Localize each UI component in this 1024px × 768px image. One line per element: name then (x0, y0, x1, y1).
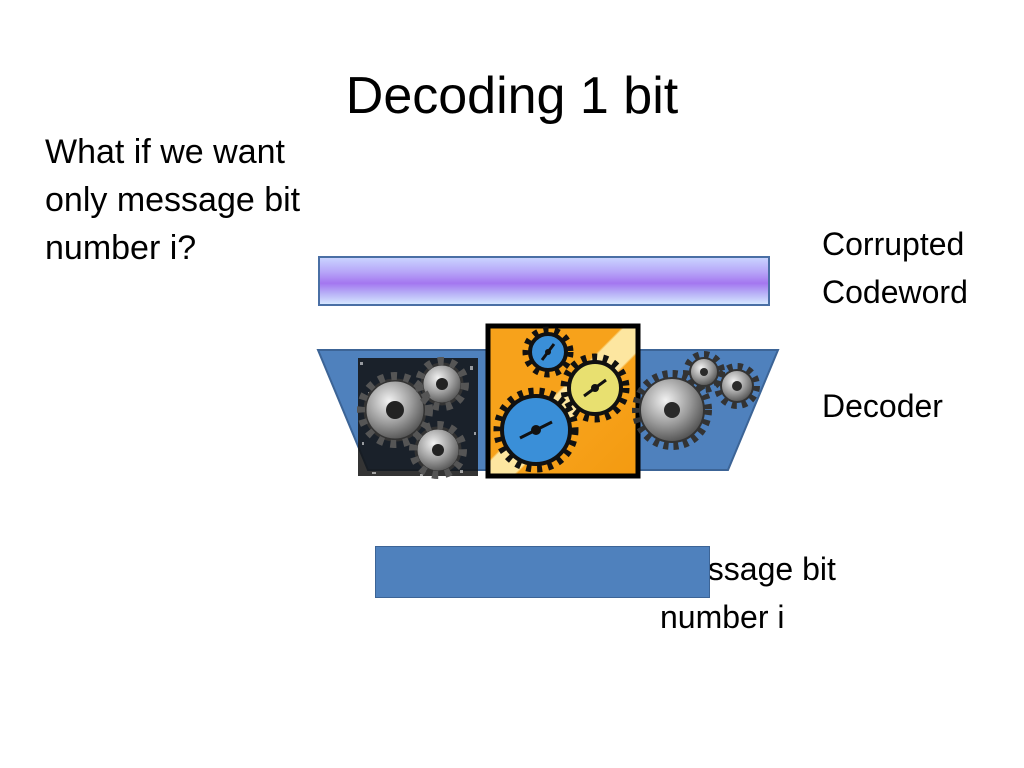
codeword-label-line-2: Codeword (822, 274, 968, 310)
corrupted-codeword-label: Corrupted Codeword (822, 220, 968, 316)
left-gear-cluster (357, 357, 478, 479)
slide-title: Decoding 1 bit (345, 67, 679, 125)
message-bit-label: essage bit number i (660, 545, 836, 641)
message-bit-block (375, 546, 710, 598)
decoder-label: Decoder (822, 388, 943, 424)
codeword-label-line-1: Corrupted (822, 226, 965, 262)
message-label-line-1: essage bit (690, 551, 836, 587)
message-label-line-2: number i (660, 599, 785, 635)
question-text: What if we want only message bit number … (45, 133, 301, 267)
decoder-diagram (316, 323, 780, 479)
right-gear-cluster (632, 351, 760, 450)
codeword-bar (318, 256, 770, 306)
central-gear-tile (485, 323, 641, 479)
